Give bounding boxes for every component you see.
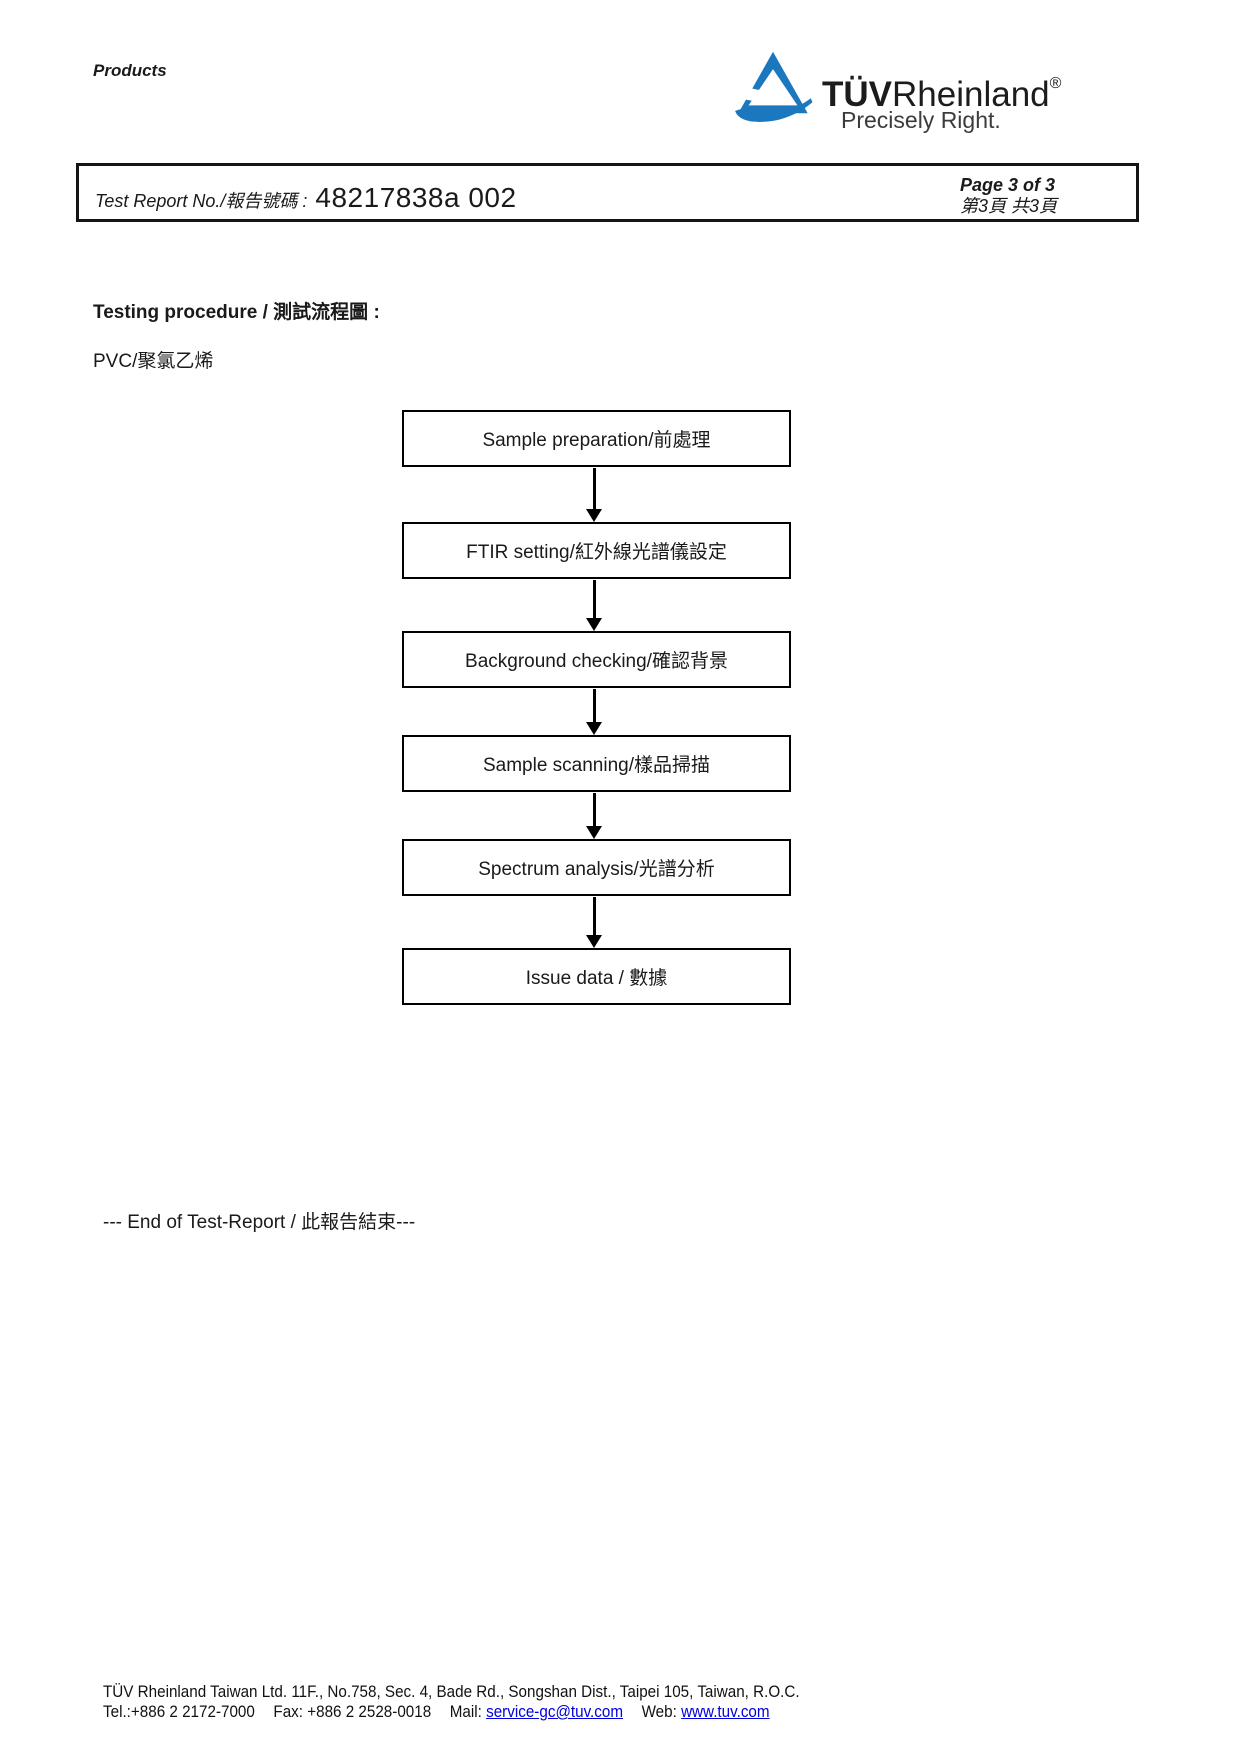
flow-step-label: Issue data / 數據	[525, 968, 668, 989]
material-label: PVC/聚氯乙烯	[93, 351, 214, 372]
arrow-down-icon	[586, 580, 602, 631]
report-number-label: Test Report No./報告號碼 :	[95, 191, 308, 211]
page-indicator: Page 3 of 3 第3頁 共3頁	[960, 175, 1057, 217]
footer-web-link[interactable]: www.tuv.com	[681, 1702, 770, 1721]
arrow-down-icon	[586, 468, 602, 522]
report-header-bar: Test Report No./報告號碼 : 48217838a 002 Pag…	[76, 163, 1139, 222]
tuv-logo-wordmark: TÜVRheinland®	[822, 66, 1061, 113]
brand-rheinland: Rheinland	[892, 75, 1050, 114]
flow-step-ftir-setting: FTIR setting/紅外線光譜儀設定	[402, 522, 791, 579]
flow-step-label: FTIR setting/紅外線光譜儀設定	[466, 542, 727, 563]
flow-step-sample-preparation: Sample preparation/前處理	[402, 410, 791, 467]
page-number-en: Page 3 of 3	[960, 175, 1056, 195]
tuv-logo-triangle-icon	[732, 51, 813, 122]
products-label: Products	[93, 61, 167, 80]
report-number-value: 48217838a 002	[315, 182, 517, 213]
flow-step-background-checking: Background checking/確認背景	[402, 631, 791, 688]
registered-mark: ®	[1049, 75, 1062, 92]
end-of-report-note: --- End of Test-Report / 此報告結束---	[103, 1212, 416, 1233]
footer-contact-line: Tel.:+886 2 2172-7000 Fax: +886 2 2528-0…	[103, 1702, 800, 1722]
arrow-down-icon	[586, 793, 602, 839]
footer: TÜV Rheinland Taiwan Ltd. 11F., No.758, …	[103, 1682, 800, 1722]
arrow-down-icon	[586, 897, 602, 948]
arrow-down-icon	[586, 689, 602, 735]
page-number-zh: 第3頁 共3頁	[960, 196, 1058, 216]
flow-step-label: Background checking/確認背景	[465, 651, 728, 672]
flow-step-issue-data: Issue data / 數據	[402, 948, 791, 1005]
footer-address-line: TÜV Rheinland Taiwan Ltd. 11F., No.758, …	[103, 1682, 800, 1701]
flow-step-spectrum-analysis: Spectrum analysis/光譜分析	[402, 839, 791, 896]
testing-procedure-title: Testing procedure / 測試流程圖 :	[93, 302, 380, 323]
footer-mail-label: Mail:	[449, 1702, 482, 1721]
brand-tuv: TÜV	[822, 75, 892, 114]
flow-step-sample-scanning: Sample scanning/樣品掃描	[402, 735, 791, 792]
flow-step-label: Sample preparation/前處理	[482, 430, 711, 451]
footer-fax: Fax: +886 2 2528-0018	[273, 1702, 432, 1721]
footer-tel: Tel.:+886 2 2172-7000	[103, 1702, 255, 1721]
flow-step-label: Sample scanning/樣品掃描	[482, 755, 711, 776]
footer-mail-link[interactable]: service-gc@tuv.com	[486, 1702, 624, 1721]
footer-web-label: Web:	[641, 1702, 677, 1721]
flow-step-label: Spectrum analysis/光譜分析	[478, 859, 715, 880]
logo-tagline: Precisely Right.	[841, 107, 1001, 133]
report-number-group: Test Report No./報告號碼 : 48217838a 002	[95, 182, 517, 214]
